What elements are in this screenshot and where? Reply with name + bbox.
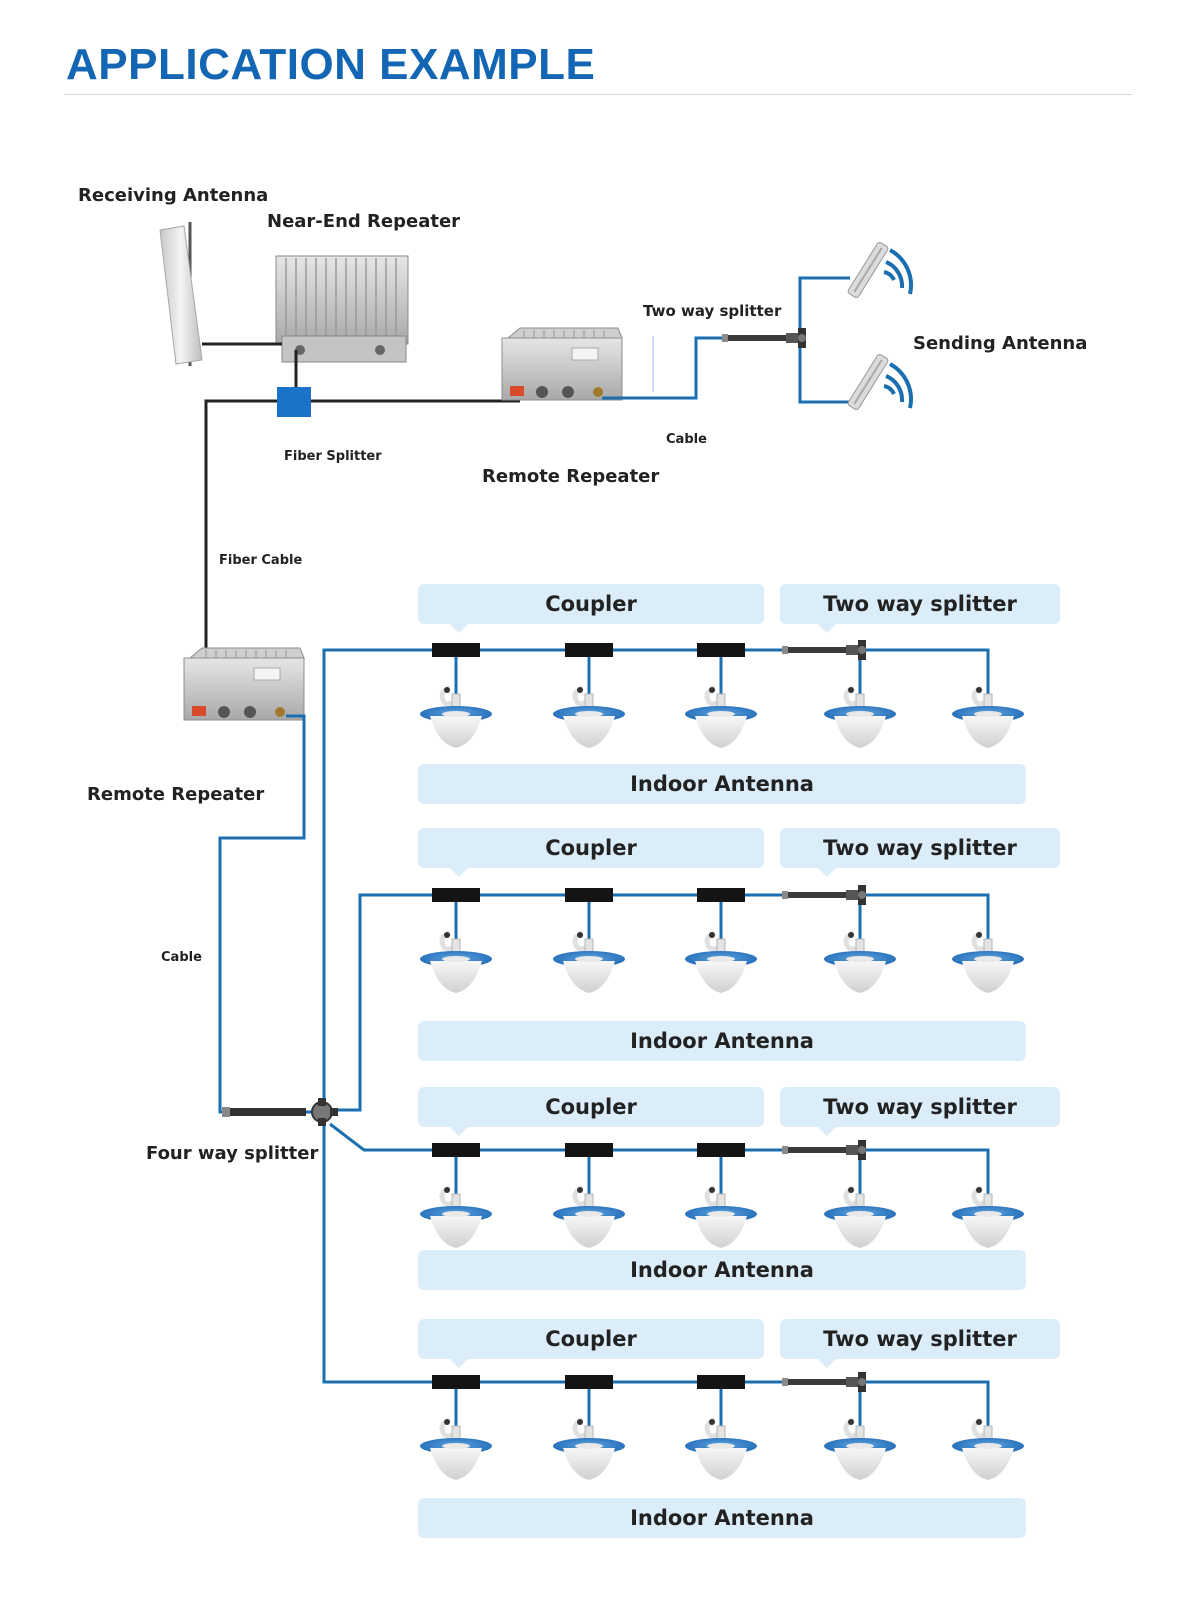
two-way-splitter-icon bbox=[782, 640, 866, 660]
coupler-banner: Coupler bbox=[418, 584, 764, 633]
indoor-antenna-icon bbox=[553, 932, 625, 993]
sending-antenna-icon bbox=[847, 242, 913, 410]
remote-repeater-left-icon bbox=[183, 647, 305, 721]
indoor-antenna-icon bbox=[952, 932, 1024, 993]
coupler-label: Coupler bbox=[545, 592, 637, 616]
coupler-label: Coupler bbox=[545, 1327, 637, 1351]
two-way-splitter-label: Two way splitter bbox=[823, 836, 1017, 860]
indoor-antenna-label: Indoor Antenna bbox=[630, 1258, 814, 1282]
coupler-icon bbox=[697, 1143, 745, 1157]
indoor-antenna-icon bbox=[420, 1187, 492, 1248]
indoor-antenna-label: Indoor Antenna bbox=[630, 1506, 814, 1530]
remote-repeater-top-label: Remote Repeater bbox=[482, 466, 660, 487]
fiber-splitter-label: Fiber Splitter bbox=[284, 449, 382, 464]
two-way-splitter-top-icon bbox=[722, 328, 806, 348]
indoor-antenna-icon bbox=[824, 1187, 896, 1248]
coupler-banner: Coupler bbox=[418, 1319, 764, 1368]
coupler-icon bbox=[565, 888, 613, 902]
remote-repeater-top-icon bbox=[501, 327, 623, 401]
fiber-splitter-icon bbox=[277, 387, 311, 417]
two-way-splitter-banner: Two way splitter bbox=[780, 1087, 1060, 1136]
two-way-splitter-icon bbox=[782, 1140, 866, 1160]
indoor-antenna-icon bbox=[824, 932, 896, 993]
cable-left-label: Cable bbox=[161, 950, 202, 965]
indoor-antenna-icon bbox=[685, 932, 757, 993]
indoor-antenna-icon bbox=[685, 1419, 757, 1480]
two-way-splitter-banner: Two way splitter bbox=[780, 1319, 1060, 1368]
four-way-splitter-label: Four way splitter bbox=[146, 1143, 319, 1164]
near-end-repeater-icon bbox=[275, 255, 409, 363]
coupler-icon bbox=[565, 1143, 613, 1157]
coupler-icon bbox=[697, 1375, 745, 1389]
coupler-icon bbox=[697, 888, 745, 902]
coupler-icon bbox=[432, 643, 480, 657]
indoor-antenna-icon bbox=[553, 687, 625, 748]
coupler-icon bbox=[432, 888, 480, 902]
indoor-antenna-icon bbox=[420, 687, 492, 748]
two-way-splitter-icon bbox=[782, 1372, 866, 1392]
two-way-splitter-label: Two way splitter bbox=[823, 1327, 1017, 1351]
coupler-banner: Coupler bbox=[418, 828, 764, 877]
two-way-splitter-label: Two way splitter bbox=[823, 592, 1017, 616]
cable-top-label: Cable bbox=[666, 432, 707, 447]
indoor-antenna-icon bbox=[952, 687, 1024, 748]
four-way-splitter-icon bbox=[222, 1098, 338, 1126]
indoor-antenna-icon bbox=[685, 1187, 757, 1248]
coupler-icon bbox=[432, 1375, 480, 1389]
indoor-antenna-label: Indoor Antenna bbox=[630, 1029, 814, 1053]
coupler-icon bbox=[697, 643, 745, 657]
coupler-icon bbox=[565, 1375, 613, 1389]
indoor-antenna-icon bbox=[420, 1419, 492, 1480]
indoor-antenna-icon bbox=[685, 687, 757, 748]
fiber-cable-lines bbox=[202, 342, 520, 682]
two-way-splitter-top-label: Two way splitter bbox=[643, 302, 782, 320]
remote-repeater-left-label: Remote Repeater bbox=[87, 784, 265, 805]
page-title: APPLICATION EXAMPLE bbox=[66, 40, 596, 89]
fiber-cable-label: Fiber Cable bbox=[219, 553, 303, 568]
two-way-splitter-banner: Two way splitter bbox=[780, 828, 1060, 877]
indoor-antenna-banner: Indoor Antenna bbox=[418, 1250, 1026, 1290]
indoor-antenna-icon bbox=[952, 1419, 1024, 1480]
indoor-antenna-icon bbox=[420, 932, 492, 993]
coupler-label: Coupler bbox=[545, 1095, 637, 1119]
coupler-label: Coupler bbox=[545, 836, 637, 860]
indoor-antenna-icon bbox=[824, 687, 896, 748]
receiving-antenna-icon bbox=[159, 222, 203, 366]
near-end-repeater-label: Near-End Repeater bbox=[267, 211, 461, 232]
sending-antenna-label: Sending Antenna bbox=[913, 333, 1088, 354]
coupler-banner: Coupler bbox=[418, 1087, 764, 1136]
receiving-antenna-label: Receiving Antenna bbox=[78, 185, 269, 206]
indoor-antenna-banner: Indoor Antenna bbox=[418, 1498, 1026, 1538]
indoor-antenna-label: Indoor Antenna bbox=[630, 772, 814, 796]
indoor-antenna-banner: Indoor Antenna bbox=[418, 764, 1026, 804]
two-way-splitter-label: Two way splitter bbox=[823, 1095, 1017, 1119]
two-way-splitter-icon bbox=[782, 885, 866, 905]
indoor-antenna-banner: Indoor Antenna bbox=[418, 1021, 1026, 1061]
two-way-splitter-banner: Two way splitter bbox=[780, 584, 1060, 633]
floor-branches bbox=[420, 640, 1024, 1480]
title-divider bbox=[64, 94, 1132, 95]
coupler-icon bbox=[432, 1143, 480, 1157]
indoor-antenna-icon bbox=[553, 1187, 625, 1248]
indoor-antenna-icon bbox=[824, 1419, 896, 1480]
coupler-icon bbox=[565, 643, 613, 657]
indoor-antenna-icon bbox=[952, 1187, 1024, 1248]
indoor-antenna-icon bbox=[553, 1419, 625, 1480]
